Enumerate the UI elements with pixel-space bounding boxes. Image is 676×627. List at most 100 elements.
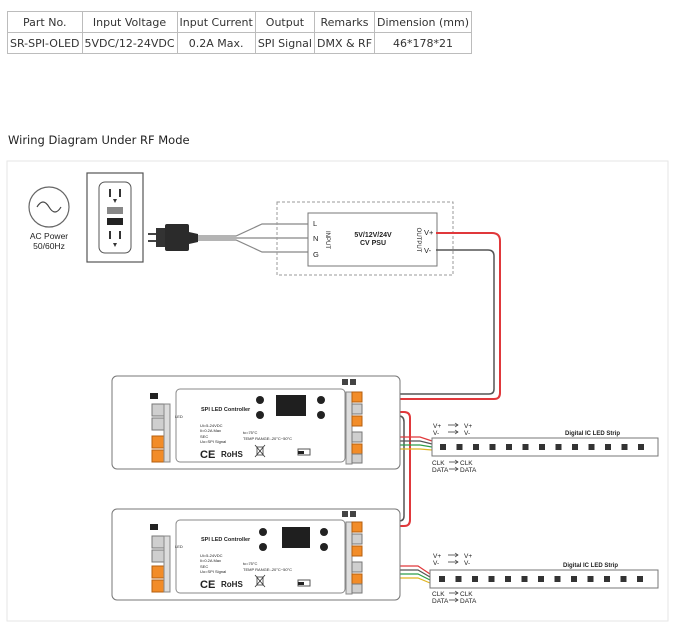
strip-1-data-a: DATA xyxy=(432,467,449,474)
strip-2-vminus-b: V- xyxy=(464,560,470,567)
controller-2-button-left2 xyxy=(259,543,267,551)
spec-cell-output: SPI Signal xyxy=(254,32,315,54)
spec-data-row: SR-SPI-OLED 5VDC/12-24VDC 0.2A Max. SPI … xyxy=(7,32,473,54)
controller-2-spec3: Uo=SPI Signal xyxy=(200,569,226,574)
ac-power-freq: 50/60Hz xyxy=(33,241,65,251)
strip-1-clk-b: CLK xyxy=(460,460,473,467)
controller-1-label xyxy=(150,393,158,399)
psu-g-label: G xyxy=(313,250,319,259)
led-chip-2-5 xyxy=(505,576,511,582)
controller-1: SPI LED Controller Ui=5-24VDC Ii=0.2A Ma… xyxy=(111,375,401,470)
psu-input-label: INPUT xyxy=(324,231,330,249)
psu-l-label: L xyxy=(313,219,317,228)
led-chip-2-8 xyxy=(554,576,561,582)
controller-2-left-terminals xyxy=(151,535,171,593)
controller-1-button-right2 xyxy=(317,411,325,419)
led-chip-2-13 xyxy=(637,576,643,582)
strip-1-data-b: DATA xyxy=(460,467,477,474)
psu-output-label: OUTPUT xyxy=(415,228,421,253)
led-chip-2-7 xyxy=(538,576,544,582)
led-chip-2-4 xyxy=(488,576,495,582)
controller-1-button-left xyxy=(256,396,264,404)
controller-2-spec1: Ui=5-24VDC xyxy=(200,553,223,558)
led-chip-1-13 xyxy=(638,444,644,450)
psu-output-wires xyxy=(360,232,501,400)
controller-2-tc: tc=75°C xyxy=(243,561,257,566)
spec-header-dimension: Dimension (mm) xyxy=(374,11,473,33)
spec-header-row: Part No. Input Voltage Input Current Out… xyxy=(7,11,473,33)
strip-2-data-a: DATA xyxy=(432,598,449,605)
controller-1-tc: tc=75°C xyxy=(243,430,257,435)
led-strip-1: Digital IC LED Strip V+ V- V+ V- CLK DAT… xyxy=(431,422,659,474)
controller-2-led: LED xyxy=(175,544,183,549)
strip-1-vplus-b: V+ xyxy=(464,423,472,430)
ac-power-label: AC Power xyxy=(30,231,68,241)
controller-link-wires xyxy=(360,411,411,527)
controller-1-ce: CE xyxy=(200,449,215,461)
led-chip-1-5 xyxy=(506,444,512,450)
strip-1-leds xyxy=(440,444,644,450)
spec-cell-input-current: 0.2A Max. xyxy=(176,32,256,54)
psu-outline xyxy=(276,201,454,276)
spec-cell-remarks: DMX & RF xyxy=(313,32,376,54)
power-plug-icon xyxy=(148,224,198,251)
controller-1-button-right xyxy=(317,396,325,404)
wall-outlet-icon xyxy=(86,172,144,263)
controller-2-weee-icon xyxy=(254,574,266,588)
strip-1-clk-a: CLK xyxy=(432,460,445,467)
strip-1-vplus-a: V+ xyxy=(433,423,441,430)
psu-vplus-label: V+ xyxy=(424,228,434,237)
led-chip-1-9 xyxy=(572,444,578,450)
controller-2-button-right xyxy=(320,528,328,536)
spec-cell-dimension: 46*178*21 xyxy=(374,32,473,54)
strip-2-data-b: DATA xyxy=(460,598,477,605)
controller-1-rohs: RoHS xyxy=(221,450,243,459)
controller-1-right-terminals xyxy=(342,379,363,465)
controller-2-button-left xyxy=(259,528,267,536)
section-title: Wiring Diagram Under RF Mode xyxy=(8,133,190,147)
controller-2-right-terminals xyxy=(342,511,363,595)
led-chip-1-1 xyxy=(440,444,446,450)
led-chip-1-2 xyxy=(456,444,463,450)
psu-title: 5V/12V/24V xyxy=(354,232,392,239)
controller-1-led: LED xyxy=(175,414,183,419)
spec-cell-part-no: SR-SPI-OLED xyxy=(7,32,83,54)
controller-1-spec2: Ii=0.2A Max xyxy=(200,428,221,433)
controller-1-temp: TEMP RANGE:-20°C~50°C xyxy=(243,436,292,441)
led-chip-2-11 xyxy=(604,576,610,582)
led-chip-1-6 xyxy=(522,444,529,450)
controller-2-label xyxy=(150,524,158,530)
led-chip-2-3 xyxy=(472,576,478,582)
controller-2-spec-sec: SEC xyxy=(200,564,208,569)
strip-1-vminus-b: V- xyxy=(464,430,470,437)
strip-2-vplus-b: V+ xyxy=(464,553,472,560)
controller-2-ce: CE xyxy=(200,579,215,591)
controller-1-title: SPI LED Controller xyxy=(201,407,251,413)
strip-2-leds xyxy=(439,576,643,582)
led-chip-1-11 xyxy=(605,444,611,450)
sine-wave xyxy=(36,201,62,213)
led-chip-2-10 xyxy=(587,576,594,582)
spec-table: Part No. Input Voltage Input Current Out… xyxy=(7,11,473,54)
strip-2-clk-a: CLK xyxy=(432,591,445,598)
controller-1-weee-icon xyxy=(254,444,266,458)
led-chip-1-7 xyxy=(539,444,545,450)
led-chip-2-1 xyxy=(439,576,445,582)
led-chip-1-12 xyxy=(621,444,628,450)
strip-2-vplus-a: V+ xyxy=(433,553,441,560)
led-strip-2: Digital IC LED Strip V+ V- V+ V- CLK DAT… xyxy=(429,552,659,605)
led-chip-2-2 xyxy=(455,576,462,582)
led-chip-1-10 xyxy=(588,444,595,450)
controller-2: SPI LED Controller Ui=5-24VDC Ii=0.2A Ma… xyxy=(111,508,401,601)
strip-2-label: Digital IC LED Strip xyxy=(563,563,618,569)
controller-1-button-left2 xyxy=(256,411,264,419)
controller-2-temp: TEMP RANGE:-20°C~50°C xyxy=(243,567,292,572)
controller-1-left-terminals xyxy=(151,403,171,463)
spec-cell-input-voltage: 5VDC/12-24VDC xyxy=(81,32,178,54)
controller-2-title: SPI LED Controller xyxy=(201,537,251,543)
led-chip-2-9 xyxy=(571,576,577,582)
psu-subtitle: CV PSU xyxy=(360,240,386,247)
led-chip-1-4 xyxy=(489,444,496,450)
led-chip-1-3 xyxy=(473,444,479,450)
